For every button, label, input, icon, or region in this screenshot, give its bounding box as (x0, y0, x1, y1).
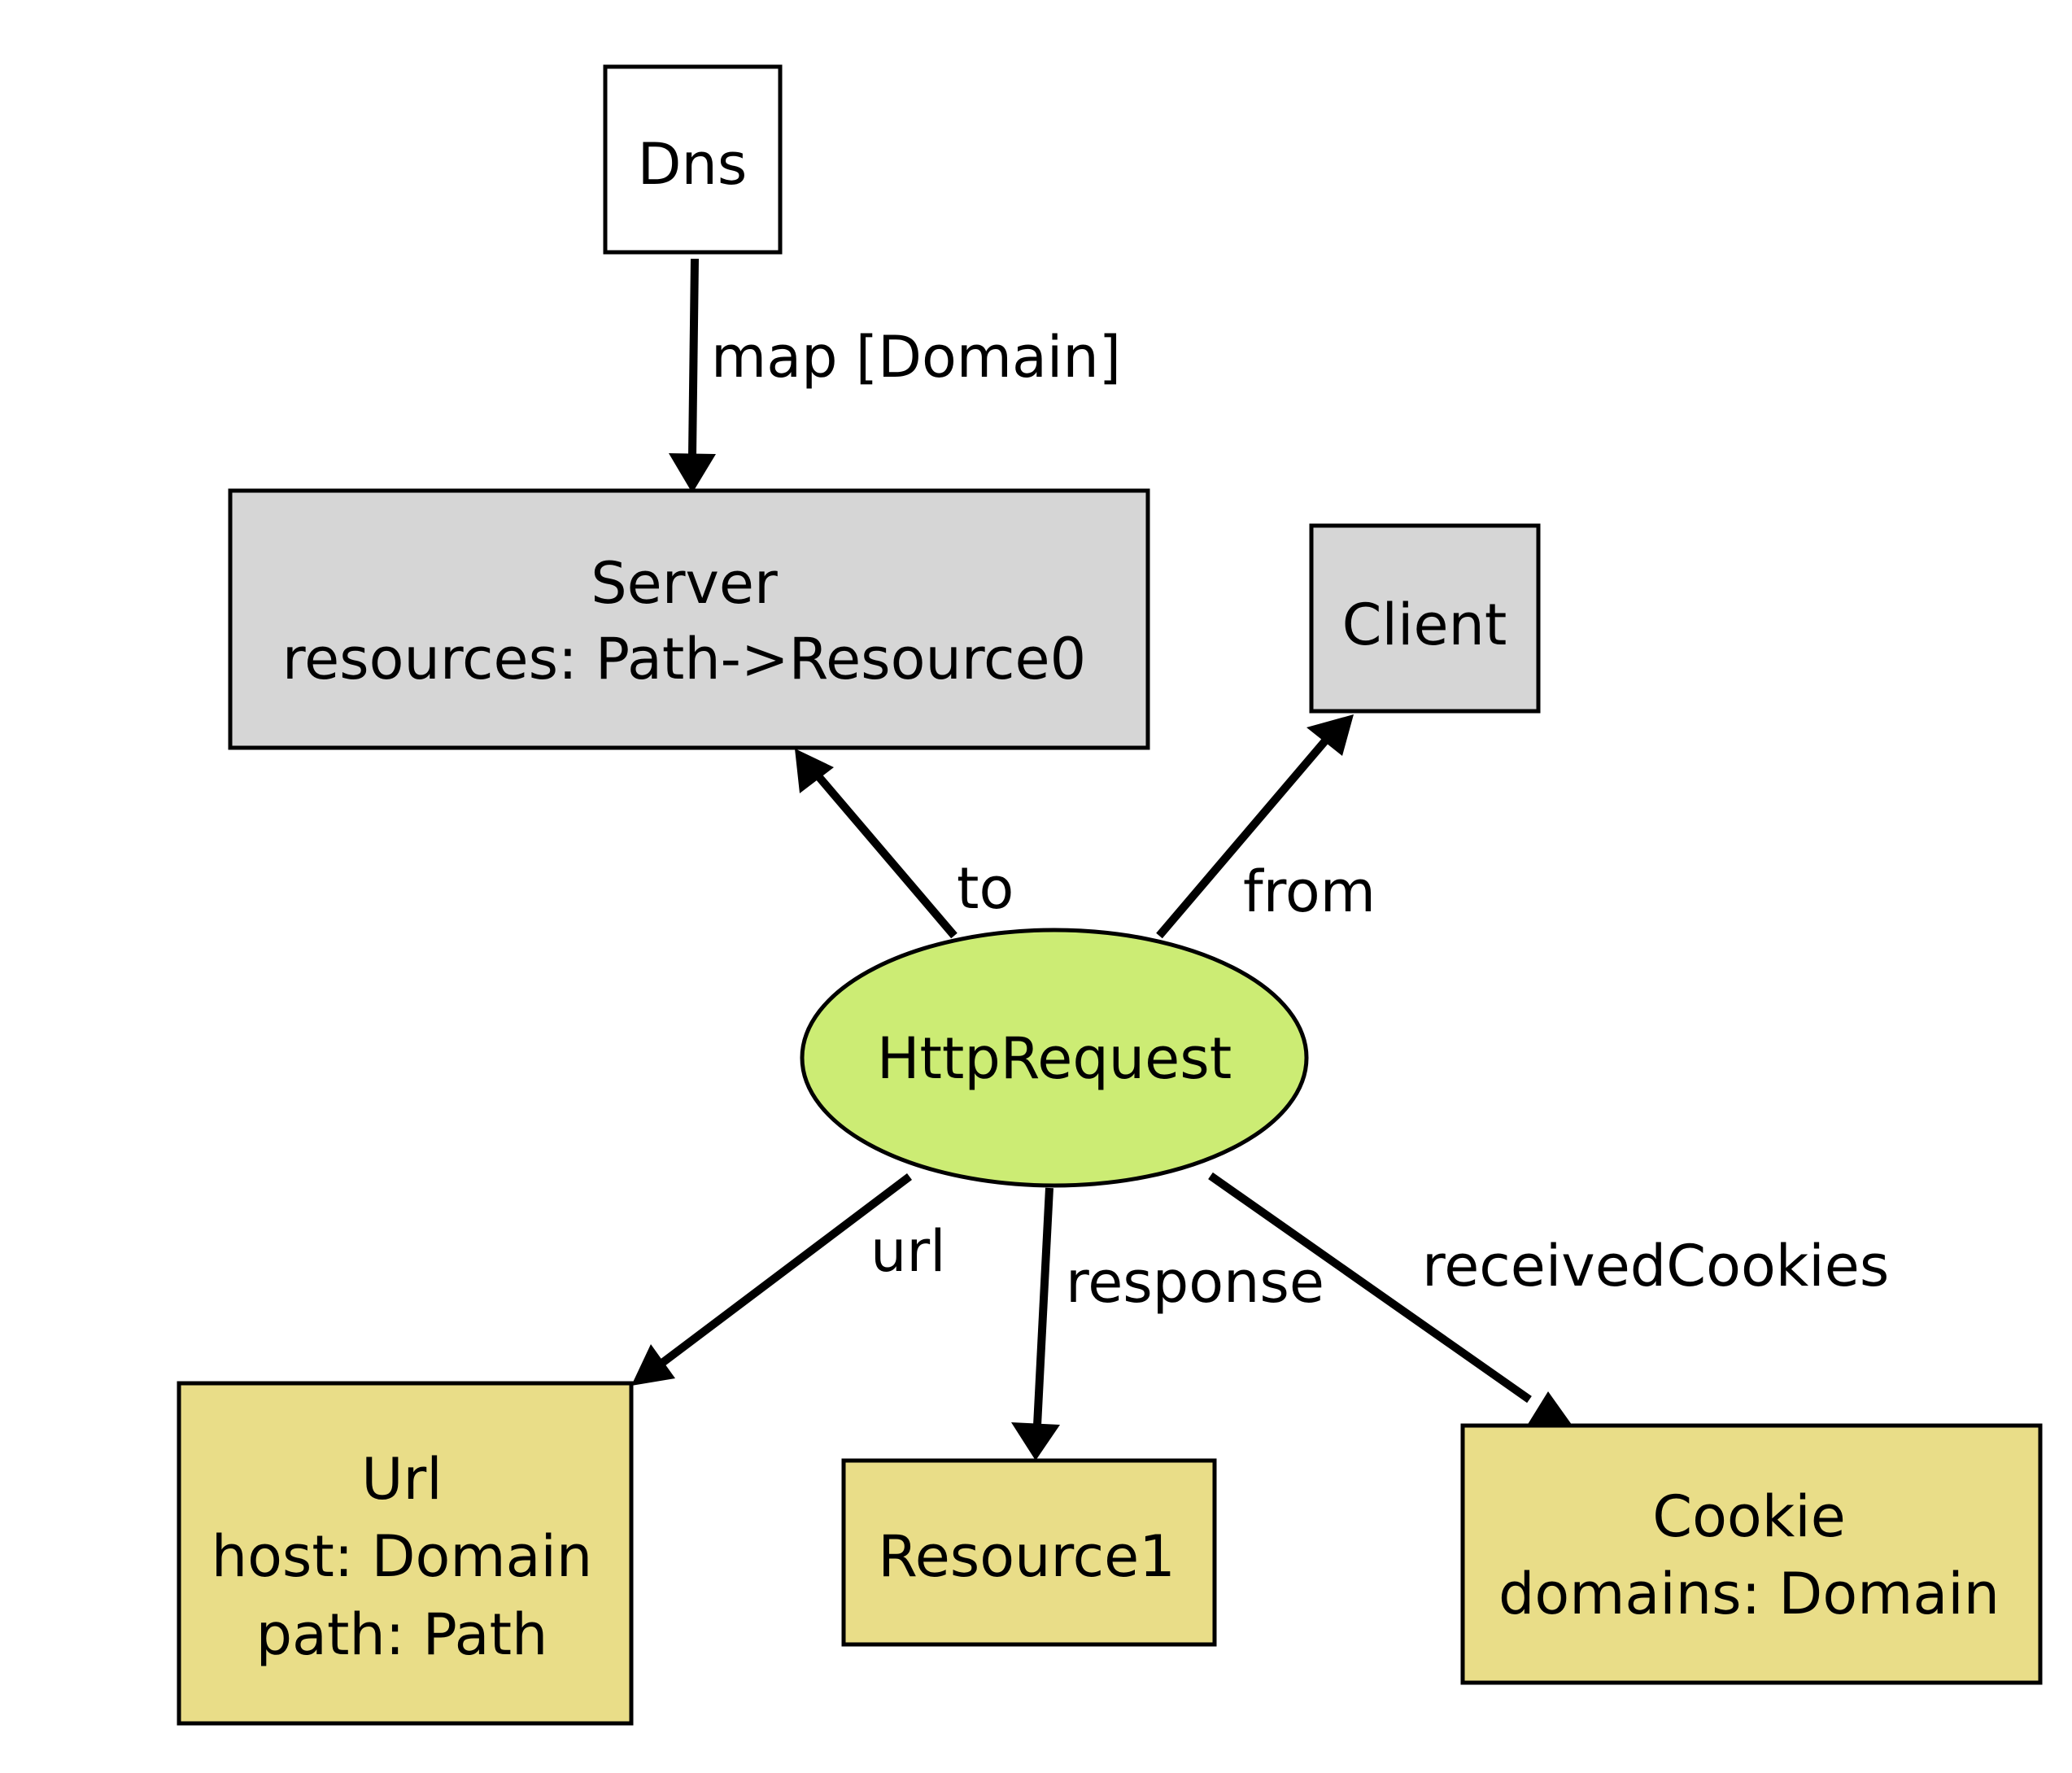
node-dns-title: Dns (638, 131, 748, 198)
node-server: Server resources: Path->Resource0 (228, 488, 1150, 750)
node-url-title: Url (361, 1446, 442, 1513)
node-server-title: Server (591, 550, 778, 617)
node-cookie-box (1460, 1423, 2043, 1685)
edge-receivedcookies-line (1208, 1172, 1532, 1404)
edge-from-line (1156, 735, 1331, 939)
edge-response-line (1033, 1187, 1053, 1426)
node-resource1-title: Resource1 (878, 1523, 1176, 1590)
edge-to-line (815, 773, 957, 939)
edge-label-receivedcookies: receivedCookies (1422, 1233, 1889, 1299)
node-httprequest-title: HttpRequest (877, 1025, 1232, 1092)
edge-url-line (656, 1173, 913, 1369)
node-resource1-box (841, 1458, 1217, 1647)
node-cookie-title: Cookie (1652, 1483, 1846, 1550)
edge-labels: map [Domain] to from url response receiv… (711, 324, 1889, 1316)
edge-label-from: from (1243, 858, 1376, 925)
node-url-box (177, 1381, 634, 1726)
node-client-title: Client (1342, 592, 1507, 658)
edge-to-arrowhead (795, 749, 834, 793)
node-server-attribute: resources: Path->Resource0 (282, 626, 1086, 692)
edge-receivedcookies-arrowhead (1527, 1391, 1574, 1428)
node-url-attribute-host: host: Domain (212, 1523, 593, 1590)
edge-map-arrowhead (669, 453, 716, 493)
node-server-box (228, 488, 1150, 750)
node-resource1: Resource1 (841, 1458, 1217, 1647)
node-client: Client (1309, 523, 1541, 714)
node-url: Url host: Domain path: Path (177, 1381, 634, 1726)
edge-response-arrowhead (1011, 1422, 1060, 1461)
node-url-attribute-path: path: Path (256, 1601, 548, 1668)
node-cookie-attribute: domains: Domain (1498, 1561, 2000, 1627)
edge-from-arrowhead (1306, 714, 1354, 756)
node-httprequest-ellipse (800, 928, 1309, 1188)
edge-label-response: response (1066, 1249, 1324, 1316)
edge-label-map: map [Domain] (711, 324, 1121, 391)
node-httprequest: HttpRequest (800, 928, 1309, 1188)
edge-url-arrowhead (631, 1344, 675, 1386)
node-cookie: Cookie domains: Domain (1460, 1423, 2043, 1685)
node-dns-box (603, 64, 783, 255)
edge-label-url: url (870, 1218, 946, 1285)
node-dns: Dns (603, 64, 783, 255)
node-client-box (1309, 523, 1541, 714)
edges (631, 258, 1574, 1461)
edge-label-to: to (957, 855, 1014, 922)
edge-map-line (688, 258, 699, 456)
